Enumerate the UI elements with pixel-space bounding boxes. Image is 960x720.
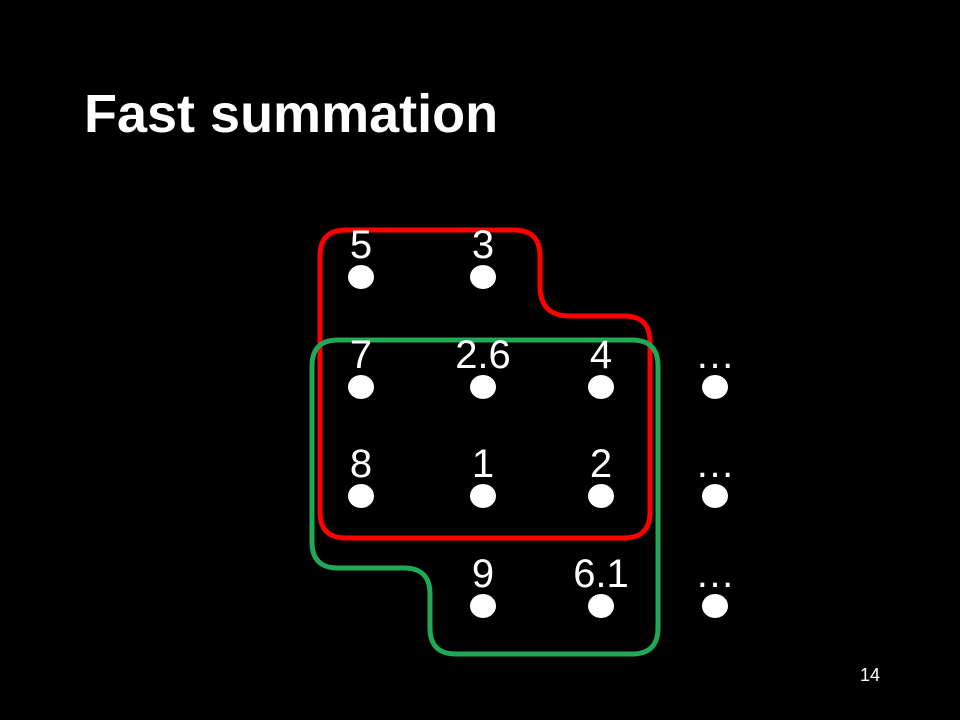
node-label: 2.6 <box>455 333 511 377</box>
slide-title: Fast summation <box>84 84 499 144</box>
node-label: 3 <box>472 223 494 267</box>
node-dot <box>702 375 728 399</box>
node-dot <box>470 594 496 618</box>
node-label: 2 <box>590 442 612 486</box>
node-label: 7 <box>350 333 372 377</box>
node-dot <box>470 265 496 289</box>
node-dot <box>470 484 496 508</box>
node-label: 6.1 <box>573 552 629 596</box>
node-dot <box>348 265 374 289</box>
node-dot <box>470 375 496 399</box>
node-label: … <box>695 442 735 486</box>
node-dot <box>588 484 614 508</box>
node-dot <box>588 594 614 618</box>
node-label: … <box>695 333 735 377</box>
node-label: 9 <box>472 552 494 596</box>
nodes-layer: 5 3 7 2.6 4 … 8 1 2 … 9 6.1 … <box>348 223 735 618</box>
green-summation-region <box>309 337 661 657</box>
node-dot <box>702 484 728 508</box>
page-number: 14 <box>859 665 881 685</box>
node-label: 5 <box>350 223 372 267</box>
node-label: 8 <box>350 442 372 486</box>
node-dot <box>702 594 728 618</box>
node-label: 4 <box>590 333 612 377</box>
node-dot <box>348 375 374 399</box>
node-dot <box>588 375 614 399</box>
node-dot <box>348 484 374 508</box>
node-label: 1 <box>472 442 494 486</box>
node-label: … <box>695 552 735 596</box>
